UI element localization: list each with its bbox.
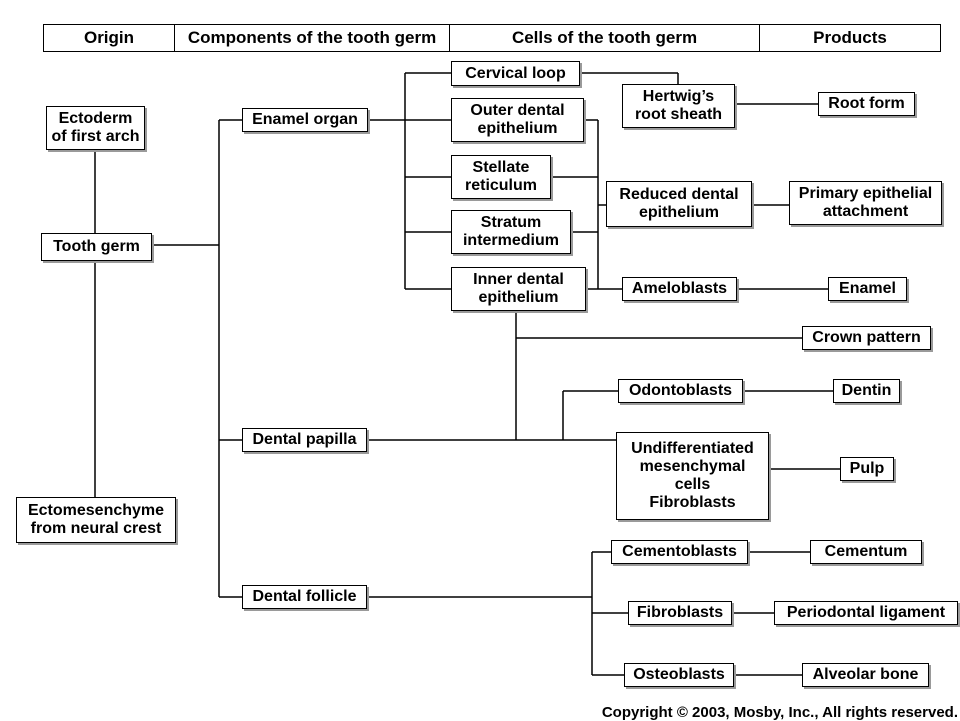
node-primary-epithelial-attachment: Primary epithelial attachment — [789, 181, 942, 225]
node-outer-dental-epithelium-label: Outer dental epithelium — [470, 102, 565, 137]
node-fibroblasts-label: Fibroblasts — [636, 604, 724, 621]
node-dental-papilla-label: Dental papilla — [252, 431, 357, 448]
node-primary-epithelial-attachment-label: Primary epithelial attachment — [798, 185, 933, 220]
node-root-form-label: Root form — [828, 95, 905, 112]
node-stratum-intermedium: Stratum intermedium — [451, 210, 571, 254]
node-osteoblasts-label: Osteoblasts — [633, 666, 725, 683]
node-ectoderm: Ectoderm of first arch — [46, 106, 145, 150]
node-dentin-label: Dentin — [841, 382, 892, 399]
node-fibroblasts: Fibroblasts — [628, 601, 732, 625]
node-dental-follicle: Dental follicle — [242, 585, 367, 609]
node-enamel: Enamel — [828, 277, 907, 301]
node-periodontal-ligament-label: Periodontal ligament — [786, 604, 946, 621]
node-odontoblasts: Odontoblasts — [618, 379, 743, 403]
node-root-form: Root form — [818, 92, 915, 116]
node-dental-papilla: Dental papilla — [242, 428, 367, 452]
node-ameloblasts-label: Ameloblasts — [631, 280, 728, 297]
node-reduced-dental-epithelium-label: Reduced dental epithelium — [619, 186, 739, 221]
node-dentin: Dentin — [833, 379, 900, 403]
node-ectomesenchyme: Ectomesenchyme from neural crest — [16, 497, 176, 543]
node-periodontal-ligament: Periodontal ligament — [774, 601, 958, 625]
node-ectoderm-label: Ectoderm of first arch — [51, 110, 140, 145]
node-inner-dental-epithelium-label: Inner dental epithelium — [473, 271, 564, 306]
node-enamel-organ-label: Enamel organ — [252, 111, 358, 128]
node-undifferentiated-cells: Undifferentiated mesenchymal cells Fibro… — [616, 432, 769, 520]
node-cementum: Cementum — [810, 540, 922, 564]
header-products: Products — [760, 24, 941, 52]
node-pulp: Pulp — [840, 457, 894, 481]
node-tooth-germ: Tooth germ — [41, 233, 152, 261]
node-alveolar-bone-label: Alveolar bone — [812, 666, 919, 683]
node-alveolar-bone: Alveolar bone — [802, 663, 929, 687]
node-inner-dental-epithelium: Inner dental epithelium — [451, 267, 586, 311]
node-stellate-reticulum: Stellate reticulum — [451, 155, 551, 199]
node-cementoblasts-label: Cementoblasts — [622, 543, 737, 560]
node-tooth-germ-label: Tooth germ — [53, 238, 140, 255]
header-components: Components of the tooth germ — [175, 24, 450, 52]
node-stratum-intermedium-label: Stratum intermedium — [462, 214, 559, 249]
node-enamel-label: Enamel — [839, 280, 896, 297]
node-osteoblasts: Osteoblasts — [624, 663, 734, 687]
node-ectomesenchyme-label: Ectomesenchyme from neural crest — [27, 502, 165, 537]
header-origin: Origin — [43, 24, 175, 52]
node-stellate-reticulum-label: Stellate reticulum — [464, 159, 537, 194]
node-crown-pattern-label: Crown pattern — [812, 329, 921, 346]
node-outer-dental-epithelium: Outer dental epithelium — [451, 98, 584, 142]
node-hertwigs-root-sheath-label: Hertwig’s root sheath — [634, 88, 723, 123]
node-enamel-organ: Enamel organ — [242, 108, 368, 132]
node-pulp-label: Pulp — [849, 460, 885, 477]
node-dental-follicle-label: Dental follicle — [252, 588, 357, 605]
node-cementoblasts: Cementoblasts — [611, 540, 748, 564]
header-cells: Cells of the tooth germ — [450, 24, 760, 52]
node-cementum-label: Cementum — [824, 543, 908, 560]
node-odontoblasts-label: Odontoblasts — [628, 382, 733, 399]
node-undifferentiated-cells-label: Undifferentiated mesenchymal cells Fibro… — [631, 440, 754, 511]
node-hertwigs-root-sheath: Hertwig’s root sheath — [622, 84, 735, 128]
node-crown-pattern: Crown pattern — [802, 326, 931, 350]
node-ameloblasts: Ameloblasts — [622, 277, 737, 301]
copyright-notice: Copyright © 2003, Mosby, Inc., All right… — [601, 704, 958, 721]
node-reduced-dental-epithelium: Reduced dental epithelium — [606, 181, 752, 227]
node-cervical-loop-label: Cervical loop — [465, 64, 566, 82]
node-cervical-loop: Cervical loop — [451, 61, 580, 86]
